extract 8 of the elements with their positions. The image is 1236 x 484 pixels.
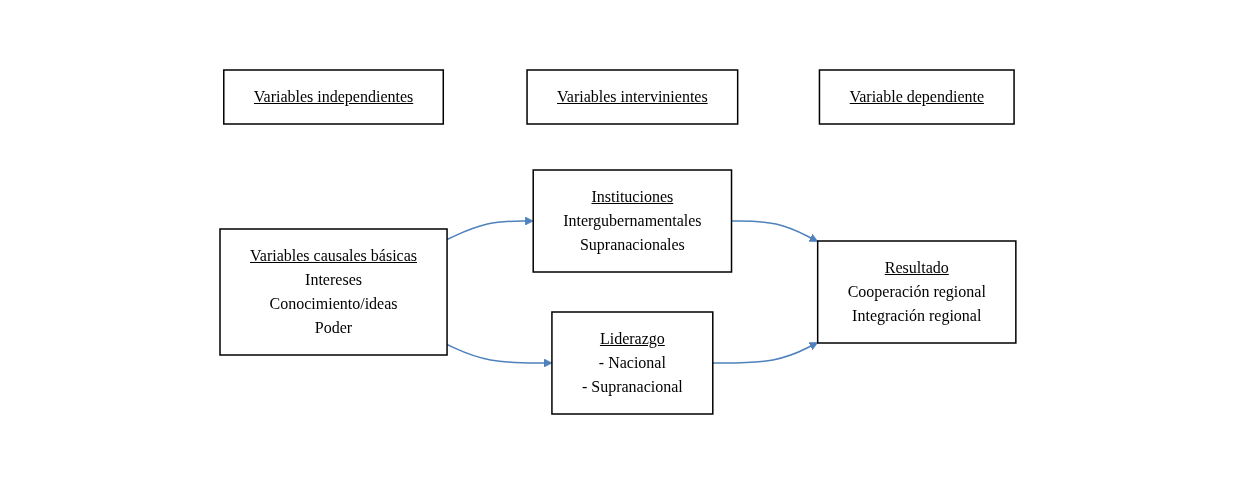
node-box: Instituciones Intergubernamentales Supranacionales (532, 169, 733, 273)
arrow (712, 342, 819, 364)
node-box: Variables causales básicas Intereses Conocimiento/ideas Poder (219, 228, 448, 356)
node-box: Variables independientes (223, 69, 445, 125)
node-box: Variable dependiente (818, 69, 1015, 125)
node-box: Liderazgo - Nacional - Supranacional (551, 311, 714, 415)
node-box: Resultado Cooperación regional Integración regional (817, 240, 1017, 344)
node-box: Variables intervinientes (526, 69, 739, 125)
